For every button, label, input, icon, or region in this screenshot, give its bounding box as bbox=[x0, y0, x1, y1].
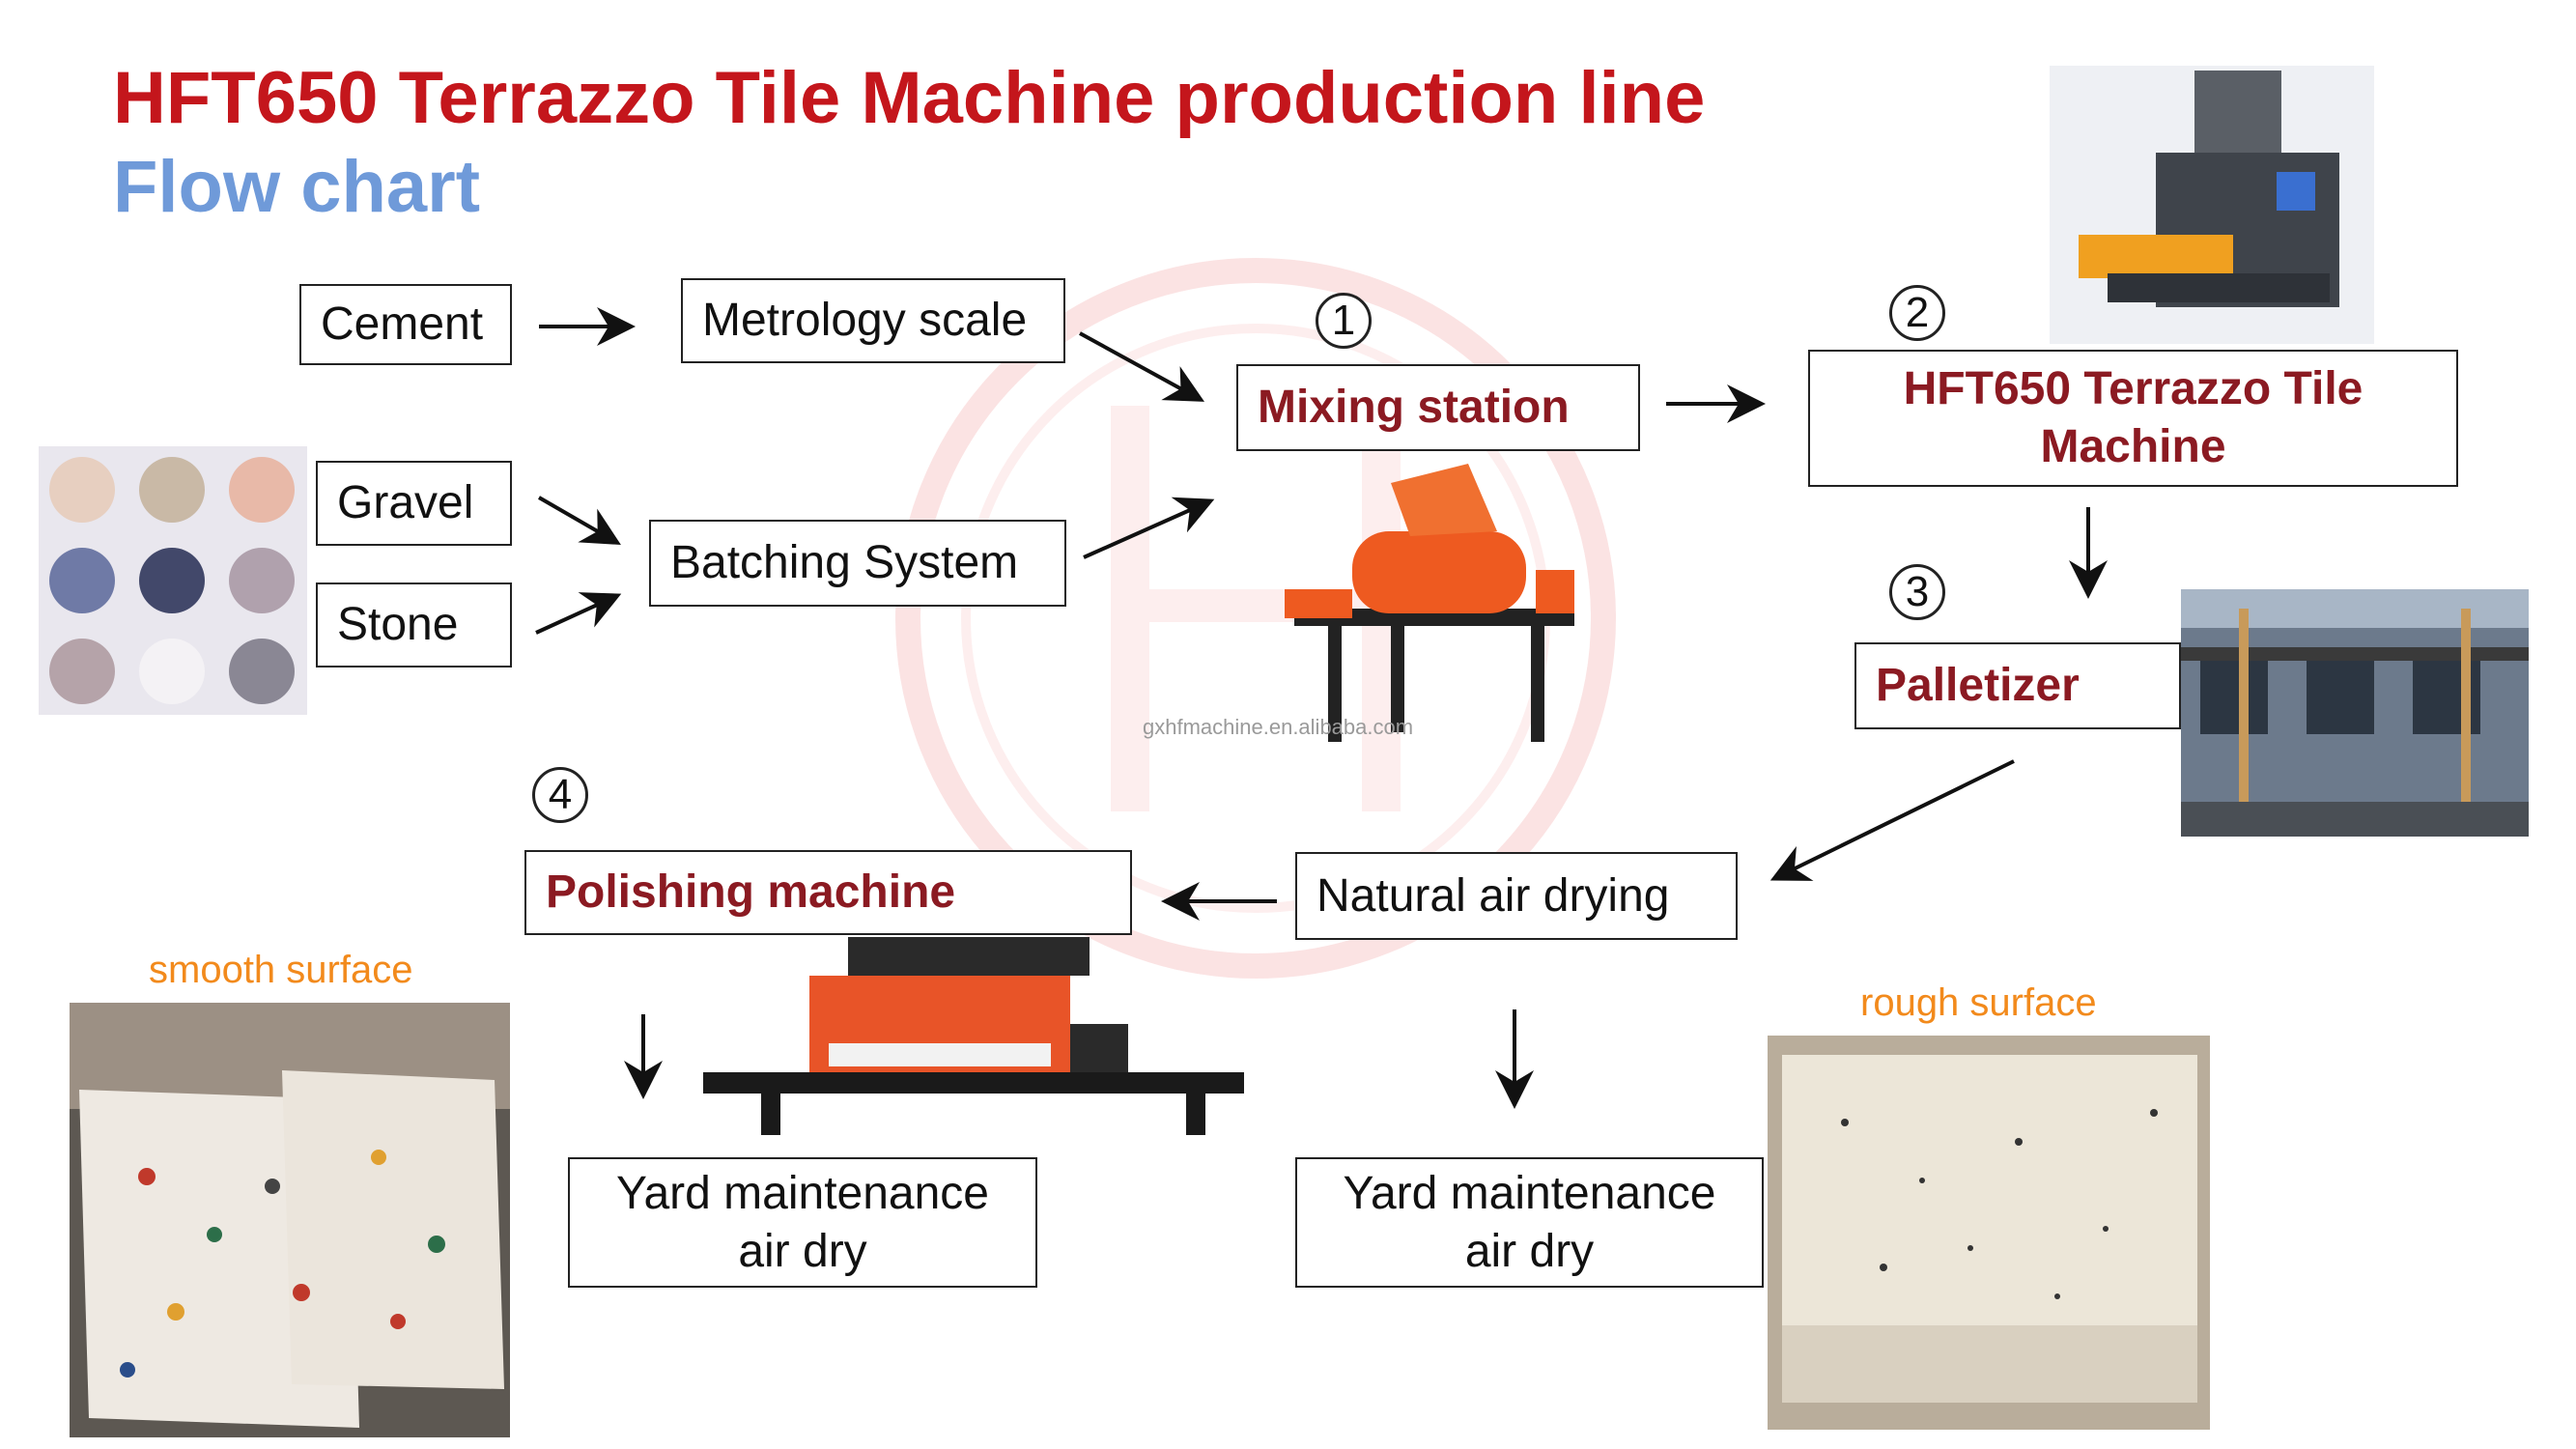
watermark-text: gxhfmachine.en.alibaba.com bbox=[1143, 715, 1414, 739]
step-3-badge: 3 bbox=[1889, 564, 1945, 620]
node-cement: Cement bbox=[299, 284, 512, 365]
polishing-machine-photo bbox=[703, 937, 1244, 1135]
step-2-badge: 2 bbox=[1889, 285, 1945, 341]
node-yard-maintenance-right: Yard maintenance air dry bbox=[1295, 1157, 1764, 1288]
node-tile-machine: HFT650 Terrazzo Tile Machine bbox=[1808, 350, 2458, 487]
node-metrology-scale: Metrology scale bbox=[681, 278, 1065, 363]
node-stone-label: Stone bbox=[337, 599, 459, 650]
node-yard-left-label-line2: air dry bbox=[738, 1225, 867, 1277]
tile-machine-photo bbox=[2050, 66, 2374, 344]
node-gravel: Gravel bbox=[316, 461, 512, 546]
node-polishing-machine-label: Polishing machine bbox=[546, 867, 956, 918]
palletizer-photo bbox=[2181, 589, 2529, 837]
aggregates-photo bbox=[39, 446, 307, 715]
node-yard-left-label-line1: Yard maintenance bbox=[615, 1167, 989, 1219]
step-4-badge: 4 bbox=[532, 767, 588, 823]
arrow-scale-to-mixing bbox=[1079, 331, 1205, 402]
rough-surface-block-photo bbox=[1768, 1036, 2210, 1430]
node-palletizer-label: Palletizer bbox=[1876, 660, 2080, 711]
node-yard-right-label-line2: air dry bbox=[1464, 1225, 1595, 1277]
arrow-stone-to-batching bbox=[535, 592, 622, 635]
node-palletizer: Palletizer bbox=[1854, 642, 2181, 729]
node-natural-air-drying-label: Natural air drying bbox=[1316, 869, 1670, 922]
node-cement-label: Cement bbox=[321, 298, 484, 350]
mixer-photo bbox=[1285, 464, 1574, 742]
step-1-badge: 1 bbox=[1316, 293, 1372, 349]
node-gravel-label: Gravel bbox=[337, 477, 474, 528]
smooth-surface-tile-photo bbox=[70, 1003, 510, 1437]
node-tile-machine-label-line1: HFT650 Terrazzo Tile bbox=[1903, 363, 2364, 414]
smooth-surface-label: smooth surface bbox=[149, 949, 413, 991]
node-metrology-scale-label: Metrology scale bbox=[702, 295, 1028, 346]
node-stone: Stone bbox=[316, 582, 512, 668]
node-mixing-station: Mixing station bbox=[1236, 364, 1640, 451]
node-yard-maintenance-left: Yard maintenance air dry bbox=[568, 1157, 1037, 1288]
node-tile-machine-label-line2: Machine bbox=[2040, 421, 2226, 472]
rough-surface-label: rough surface bbox=[1860, 981, 2097, 1024]
arrow-batching-to-mixing bbox=[1083, 497, 1215, 559]
page-subtitle: Flow chart bbox=[113, 146, 481, 228]
node-polishing-machine: Polishing machine bbox=[524, 850, 1132, 935]
arrow-palletizer-to-drying bbox=[1769, 759, 2015, 881]
node-yard-right-label-line1: Yard maintenance bbox=[1343, 1167, 1716, 1219]
arrow-gravel-to-batching bbox=[538, 496, 621, 545]
node-batching-system-label: Batching System bbox=[670, 537, 1019, 588]
node-batching-system: Batching System bbox=[649, 520, 1066, 607]
node-natural-air-drying: Natural air drying bbox=[1295, 852, 1738, 940]
node-mixing-station-label: Mixing station bbox=[1258, 382, 1570, 433]
page-title: HFT650 Terrazzo Tile Machine production … bbox=[113, 57, 1706, 139]
